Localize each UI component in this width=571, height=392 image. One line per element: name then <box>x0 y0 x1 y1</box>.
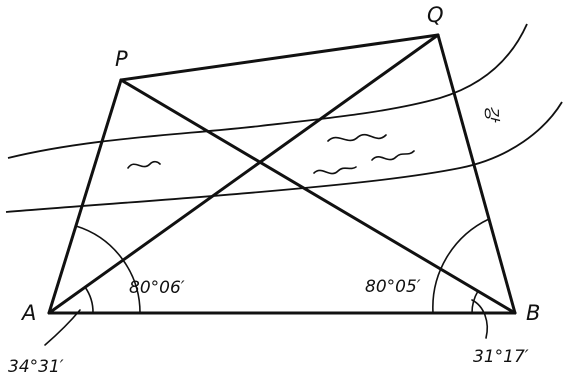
line-pa <box>47 78 123 315</box>
label-p: P <box>115 47 128 71</box>
water-mark-left <box>127 160 161 169</box>
angle-label-a-inner: 34°31′ <box>8 357 64 377</box>
angle-label-a-outer: 80°06′ <box>129 278 185 298</box>
water-mark-right-3 <box>313 166 357 175</box>
river-bank-upper <box>7 23 528 159</box>
label-q: Q <box>427 3 444 27</box>
angle-label-b-inner: 31°17′ <box>473 347 529 367</box>
river-bank-lower <box>5 101 563 213</box>
angle-arc-b-outer <box>432 218 490 314</box>
line-pq <box>119 33 440 82</box>
water-mark-right-1 <box>327 133 387 142</box>
angle-arc-a-inner <box>84 286 94 314</box>
angle-label-b-outer: 80°05′ <box>365 277 421 297</box>
line-pb <box>119 78 517 315</box>
label-a: A <box>20 301 36 325</box>
river-label: 강 <box>481 105 501 123</box>
water-mark-right-2 <box>371 150 415 161</box>
line-qb <box>436 33 517 315</box>
angle-arc-a-outer <box>75 225 141 314</box>
line-aq <box>47 33 440 315</box>
pointer-a-inner <box>44 309 81 346</box>
pointer-b-inner <box>471 299 488 339</box>
label-b: B <box>526 301 540 325</box>
